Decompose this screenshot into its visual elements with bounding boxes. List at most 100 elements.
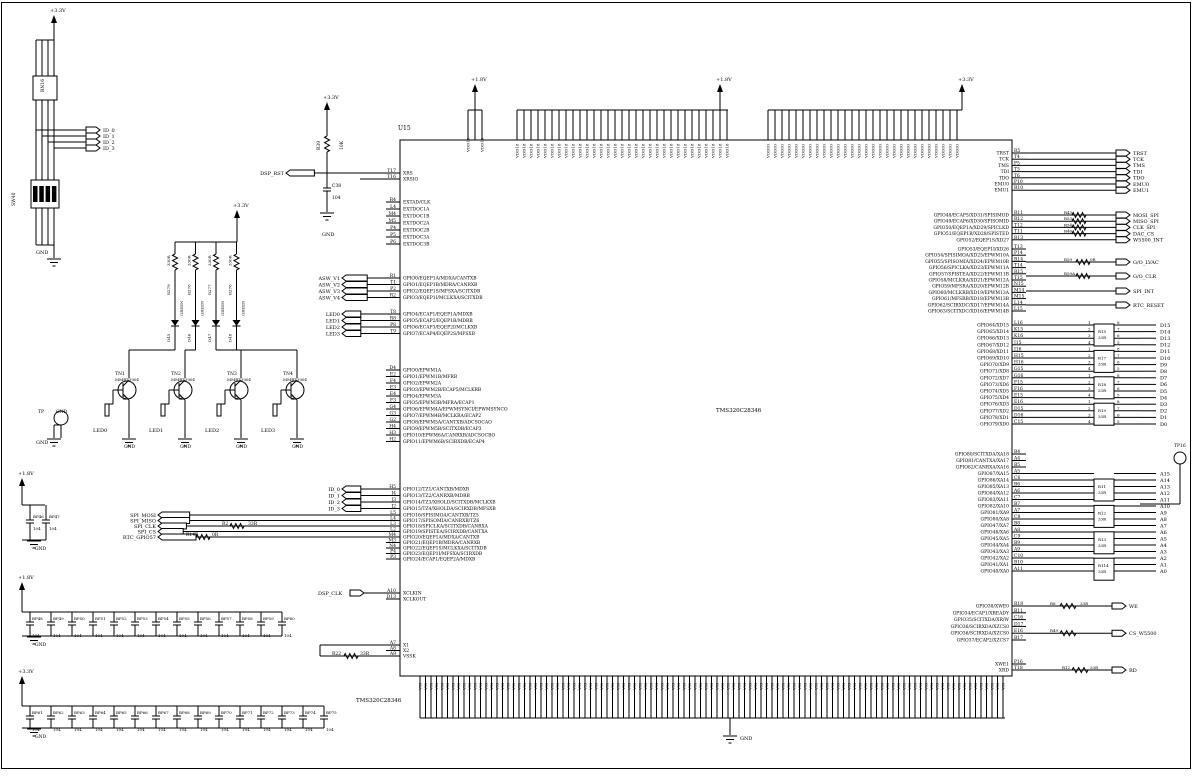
vss-pin-label: VSS — [892, 682, 896, 691]
abus-net-label: A8 — [1159, 517, 1167, 523]
vss-pin-label: VSS — [776, 682, 780, 691]
dip-lever — [51, 186, 57, 202]
vss-pin-label: VSS — [897, 682, 901, 691]
power-arrow-head — [324, 102, 330, 110]
vss-pin-label: VSS — [969, 682, 973, 691]
net-flag-shape — [341, 294, 368, 301]
abus-pin-name: GPIO42/XA2 — [981, 556, 1010, 562]
vddio-pin-label: VDDIO — [815, 143, 820, 159]
pack-pin-out: 6 — [1117, 360, 1120, 365]
vdd18-pin-label: VDD18 — [536, 143, 541, 159]
vss-pin-label: VSS — [936, 682, 940, 691]
spi-pin-number: M3 — [389, 538, 397, 544]
transistor-part: MMBT3904 — [283, 377, 307, 382]
vss-pin-label: VSS — [666, 682, 670, 691]
vss-pin-label: VSS — [941, 682, 945, 691]
pwm-pin-number: F3 — [390, 398, 396, 404]
decap18-cap — [47, 621, 55, 626]
vss-pin-label: VSS — [551, 682, 555, 691]
osc-pin-name: VSSK — [402, 654, 416, 660]
led-pin-number: T9 — [390, 329, 396, 335]
vddio-pin-label: VDDIO — [801, 143, 806, 159]
net-flag-label: ID_3 — [328, 506, 340, 512]
vss-pin-label: VSS — [771, 682, 775, 691]
ground-icon — [723, 735, 737, 744]
transistor-emitter-lead — [290, 393, 298, 401]
net-flag-shape — [1115, 217, 1131, 225]
vss-pin-label: VSS — [925, 682, 929, 691]
led-pin-name: GPIO7/ECAP4/EQEP2S/MFSXB — [403, 331, 476, 337]
decap33-value: 104 — [221, 727, 229, 732]
abus-pin-name: GPIO80/XA8 — [981, 517, 1010, 523]
misc-pin-number: T15 — [1014, 275, 1023, 281]
spi-pin-name: GPIO21/EQEP1B/MDRA/CANRXB — [403, 540, 481, 546]
transistor-part: MMBT3904 — [171, 377, 195, 382]
gnd-dip-label: GND — [36, 250, 48, 256]
vss-pin-label: VSS — [512, 682, 516, 691]
abus-pin-number: B7 — [1014, 501, 1020, 507]
abus-pin-name: GPIO41/XA1 — [981, 562, 1010, 568]
chip-part-bottom: TMS320C28346 — [356, 698, 402, 704]
abus-pin-name: GPIO83/XA11 — [978, 497, 1009, 503]
ground-icon — [320, 212, 334, 221]
ctrl-r-ref: R8 — [1050, 601, 1056, 606]
net-flag-shape — [1115, 287, 1131, 295]
spi-r-value: 33R — [248, 521, 258, 527]
vss-pin-label: VSS — [600, 682, 604, 691]
pwm-pin-name: GPIO4/EPWM3A — [403, 394, 442, 400]
test-point-right — [1173, 451, 1187, 465]
led-ref: D46 — [187, 333, 192, 342]
decap33-ref: BP75 — [326, 710, 337, 715]
vdd18-pin-label: VDD18 — [606, 143, 611, 159]
vddio-pin-label: VDDIO — [794, 143, 799, 159]
abus-pin-name: GPIO87/XA15 — [978, 471, 1009, 477]
abus-pin-number: C6 — [1014, 475, 1020, 481]
id-pin-number: H5 — [389, 484, 396, 490]
addr-pack-ref: R13 — [1098, 537, 1107, 542]
sw40-label: SW40 — [11, 192, 17, 206]
spi-pin-number: M4 — [389, 532, 397, 538]
misc-pin-name: GPIO59/MFSRA/XD20/EPWM12B — [932, 284, 1010, 290]
dbus-pin-name: GPIO75/XD4 — [980, 395, 1009, 401]
osc-r-ref: R22 — [332, 651, 341, 657]
rd-r-value: 33R — [1090, 665, 1099, 670]
abus-pin-number: B10 — [1014, 560, 1023, 566]
vss-pin-label: VSS — [430, 682, 434, 691]
net-led1: LED1 — [326, 317, 362, 324]
decap18-ref: BP58 — [242, 616, 253, 621]
vss-pin-label: VSS — [914, 682, 918, 691]
vss-pin-label: VSS — [963, 682, 967, 691]
vss-pin-label: VSS — [886, 682, 890, 691]
chip-ref: U15 — [398, 125, 411, 132]
vss-pin-label: VSS — [765, 682, 769, 691]
pwm-pin-number: G3 — [390, 411, 397, 417]
transistor-collector-lead — [234, 379, 242, 387]
transistor-led-net: LED2 — [205, 428, 219, 434]
data-pack-r17 — [1093, 349, 1115, 373]
misc-resistor-b — [1075, 272, 1091, 280]
net-flag-label: MOSI_SPI — [1133, 213, 1159, 219]
rtc-series-resistor — [195, 533, 211, 541]
power-arrow-head — [959, 84, 965, 92]
decap33-cap — [131, 715, 139, 720]
vddio-pin-label: VDDIO — [948, 143, 953, 159]
vddio-pin-label: VDDIO — [920, 143, 925, 159]
decap33-ref: BP68 — [179, 710, 190, 715]
vss-pin-label: VSS — [622, 682, 626, 691]
decap33-value: 104 — [284, 727, 292, 732]
net-flag-shape — [1115, 149, 1131, 157]
transistor-emitter-lead — [178, 393, 186, 401]
abus-net-label: A6 — [1159, 530, 1167, 536]
spi-pin-number: L2 — [390, 527, 396, 533]
vdd18-pin-label: VDD18 — [690, 143, 695, 159]
ctrl-pin-name: GPIO36/SCIRXDA/XZCS0 — [951, 624, 1009, 630]
vss-pin-label: VSS — [485, 682, 489, 691]
vss-pin-label: VSS — [804, 682, 808, 691]
led-r-ref: R277 — [207, 284, 212, 295]
chip-part: TMS320C28346 — [716, 408, 762, 414]
net-flag-shape — [1111, 629, 1127, 637]
net-flag-label: CLK_SPI — [1133, 225, 1155, 231]
id-pin-number: J3 — [390, 497, 396, 503]
dbus-net-label: D13 — [1160, 336, 1170, 342]
